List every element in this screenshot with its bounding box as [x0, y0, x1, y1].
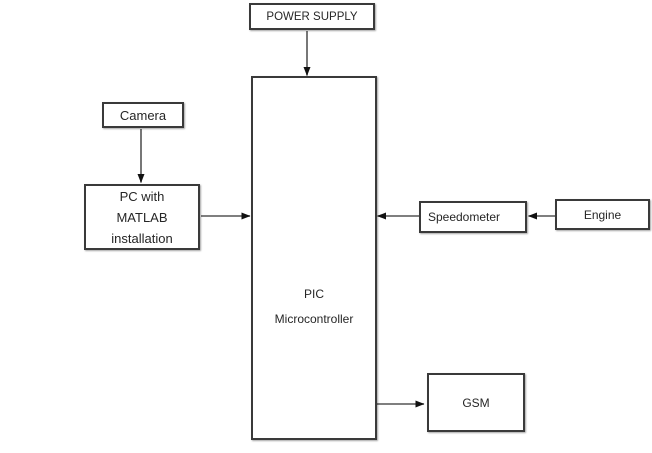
engine-block: Engine: [555, 199, 650, 230]
pc-label-line-3: installation: [111, 230, 173, 246]
camera-block: Camera: [102, 102, 184, 128]
pc-label-line-2: MATLAB: [116, 209, 168, 225]
pc-matlab-block: PC with MATLAB installation: [84, 184, 200, 250]
speedometer-block: Speedometer: [419, 201, 527, 233]
speedometer-label: Speedometer: [427, 210, 501, 224]
power-supply-block: POWER SUPPLY: [249, 3, 375, 30]
gsm-block: GSM: [427, 373, 525, 432]
pic-label-line-1: PIC: [303, 287, 324, 301]
pc-label-line-1: PC with: [119, 188, 165, 204]
engine-label: Engine: [583, 207, 622, 222]
pic-microcontroller-block: PIC Microcontroller: [251, 76, 377, 440]
camera-label: Camera: [119, 107, 167, 123]
pic-label-line-2: Microcontroller: [274, 312, 354, 326]
gsm-label: GSM: [462, 395, 490, 410]
power-supply-label: POWER SUPPLY: [266, 10, 358, 23]
